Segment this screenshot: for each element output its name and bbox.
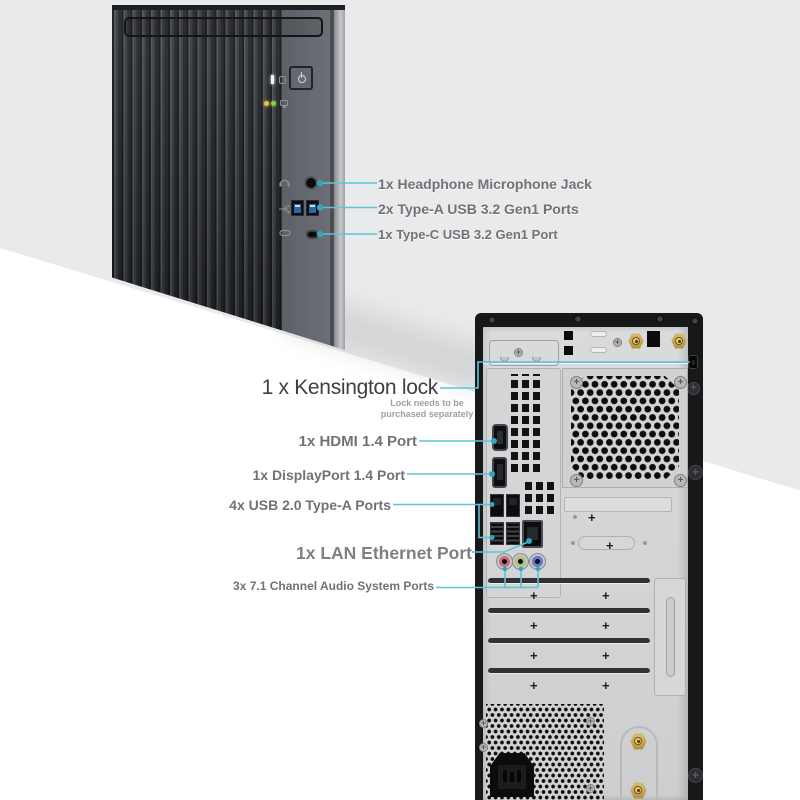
screw-mark: + [602, 678, 610, 693]
screw-icon [613, 338, 622, 347]
screw-mark: + [530, 648, 538, 663]
label-kensington-note: Lock needs to be purchased separately [380, 398, 474, 420]
power-button [289, 66, 313, 90]
screw-icon [574, 315, 582, 323]
expansion-slot-cover [488, 668, 650, 674]
expansion-slot-cover [488, 638, 650, 644]
label-lan: 1x LAN Ethernet Port [296, 543, 472, 563]
antenna-stamped-outline [620, 726, 658, 800]
optical-drive-bay [124, 17, 323, 37]
label-audio: 3x 7.1 Channel Audio System Ports [233, 579, 434, 593]
expansion-slot-cover [488, 578, 650, 584]
antenna-connector-icon [628, 333, 644, 349]
antenna-connector-icon [671, 333, 687, 349]
screw-mark: + [530, 588, 538, 603]
card-retention-bracket [654, 578, 686, 696]
screw-icon [586, 717, 595, 726]
screw-mark: + [602, 588, 610, 603]
status-led-green [271, 101, 276, 106]
stamp-dot [573, 515, 577, 519]
hdd-led-icon [279, 76, 286, 84]
stamp-dot [571, 541, 575, 545]
usb-2-port [506, 494, 520, 517]
thumbscrew-icon [688, 465, 703, 480]
screw-icon [570, 376, 583, 389]
stamp-dot [643, 541, 647, 545]
bracket-slot [666, 597, 675, 677]
tower-front-view [112, 5, 345, 350]
screw-icon [674, 376, 687, 389]
rear-slot-stamp [590, 331, 607, 337]
screw-icon [479, 743, 488, 752]
network-led-icon [280, 100, 288, 108]
screw-mark: + [530, 618, 538, 633]
psu-vent-grille [486, 704, 604, 800]
screw-icon [479, 719, 488, 728]
usb-a-port-front-1 [291, 200, 304, 216]
screw-mark: + [530, 678, 538, 693]
rear-cutout [564, 331, 573, 340]
front-edge-seam [330, 5, 334, 350]
slot-bracket [489, 340, 559, 366]
status-led-yellow [264, 101, 269, 106]
screw-icon [691, 317, 699, 325]
rear-cutout [564, 346, 573, 355]
expansion-slot-cover [488, 608, 650, 614]
rear-cutout [647, 331, 660, 347]
screw-icon [656, 315, 664, 323]
label-usb20: 4x USB 2.0 Type-A Ports [229, 497, 391, 513]
screw-mark: + [606, 538, 614, 553]
screw-icon [674, 474, 687, 487]
top-edge-band [112, 5, 345, 10]
power-icon-bar [300, 72, 303, 78]
screw-mark: + [588, 510, 596, 525]
usb-c-icon [279, 229, 291, 237]
vent-grid [511, 374, 540, 472]
antenna-connector-icon [630, 733, 647, 750]
side-panel-strip [334, 5, 345, 350]
label-headphone-jack: 1x Headphone Microphone Jack [378, 176, 592, 192]
screw-icon [488, 316, 496, 324]
label-kensington-lock: 1 x Kensington lock [261, 376, 439, 399]
vent-grid [525, 480, 554, 514]
label-displayport: 1x DisplayPort 1.4 Port [252, 467, 405, 483]
power-inlet-c14 [490, 753, 534, 797]
screw-mark: + [602, 648, 610, 663]
usb-icon [279, 204, 290, 213]
stamped-bar [564, 497, 672, 512]
screw-icon [570, 474, 583, 487]
power-led [271, 75, 274, 84]
stamped-pill [578, 536, 635, 550]
label-usb-c-front: 1x Type-C USB 3.2 Gen1 Port [378, 227, 558, 242]
screw-icon [514, 348, 523, 357]
label-usb-a-front: 2x Type-A USB 3.2 Gen1 Ports [378, 201, 579, 217]
panel-groove [483, 362, 688, 364]
usb-2-port [506, 522, 520, 545]
thumbscrew-icon [688, 768, 703, 783]
tower-rear-view: + + + + + + + + + + [475, 313, 703, 800]
usb-a-port-front-2 [306, 200, 319, 216]
rear-slot-stamp [590, 347, 607, 353]
hdmi-port [492, 424, 508, 451]
antenna-connector-icon [630, 782, 647, 799]
headphone-icon [279, 179, 290, 187]
screw-icon [586, 784, 595, 793]
screw-mark: + [602, 618, 610, 633]
label-hdmi: 1x HDMI 1.4 Port [298, 433, 417, 450]
fan-grille [571, 376, 679, 480]
